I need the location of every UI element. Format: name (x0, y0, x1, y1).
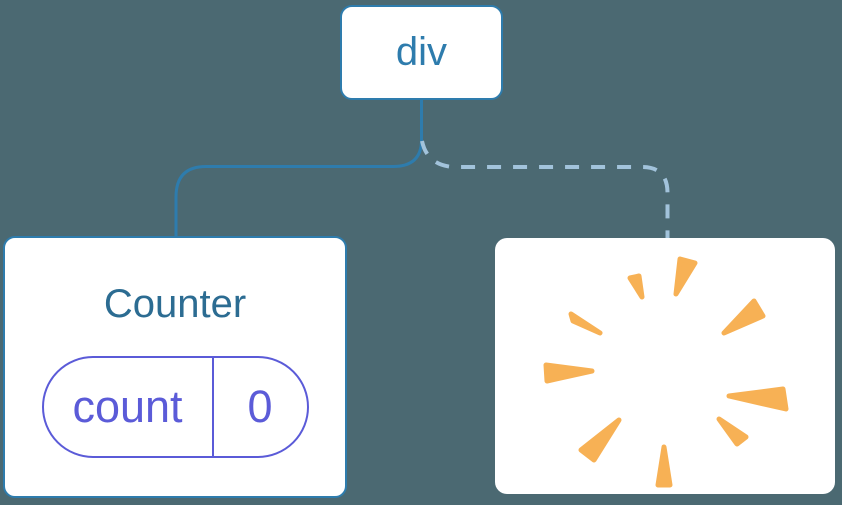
div-node-label: div (395, 30, 448, 74)
connector-dashed-line (420, 140, 670, 238)
node-div: div (340, 5, 503, 100)
connector-solid-line (174, 98, 423, 238)
node-removed-component (495, 238, 835, 494)
counter-title: Counter (103, 282, 247, 326)
state-pill: count 0 (41, 356, 309, 458)
state-value-label: 0 (247, 381, 273, 432)
state-key-cell: count (44, 358, 212, 456)
state-key-label: count (72, 381, 183, 432)
poof-sparkle-icon (543, 256, 789, 488)
state-value-cell: 0 (211, 358, 307, 456)
node-counter: Counter count 0 (3, 236, 347, 498)
